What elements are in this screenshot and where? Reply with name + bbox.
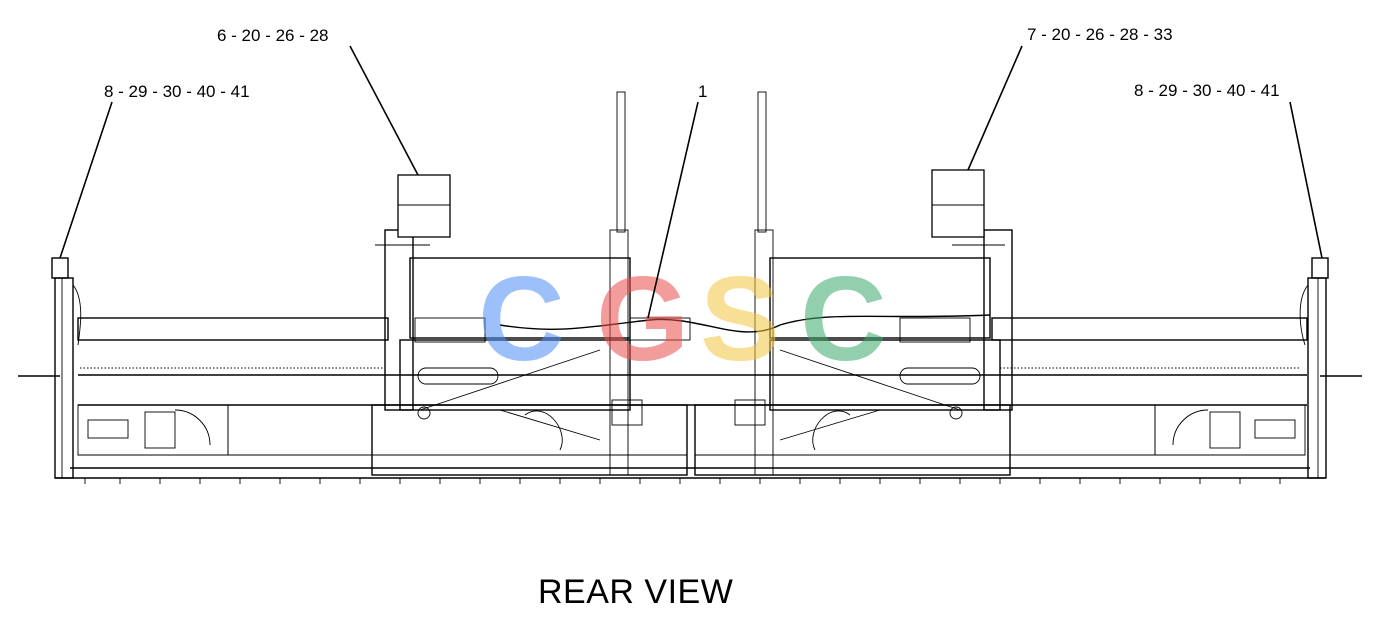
- callout-label-left-outer: 8 - 29 - 30 - 40 - 41: [104, 82, 250, 101]
- view-caption: REAR VIEW: [538, 573, 733, 611]
- screed-assembly: [18, 91, 1362, 484]
- callout-label-right-outer: 8 - 29 - 30 - 40 - 41: [1134, 81, 1280, 100]
- callout-label-left-mid: 6 - 20 - 26 - 28: [217, 26, 329, 45]
- callout-label-right-mid: 7 - 20 - 26 - 28 - 33: [1027, 25, 1173, 44]
- watermark-letter-4: C: [800, 252, 887, 386]
- callout-label-center: 1: [698, 82, 707, 101]
- leader-lines: [59, 45, 1323, 319]
- watermark-letter-1: C: [478, 252, 565, 386]
- watermark-letter-3: S: [700, 252, 780, 386]
- watermark: C G S C: [478, 252, 887, 386]
- watermark-letter-2: G: [596, 252, 689, 386]
